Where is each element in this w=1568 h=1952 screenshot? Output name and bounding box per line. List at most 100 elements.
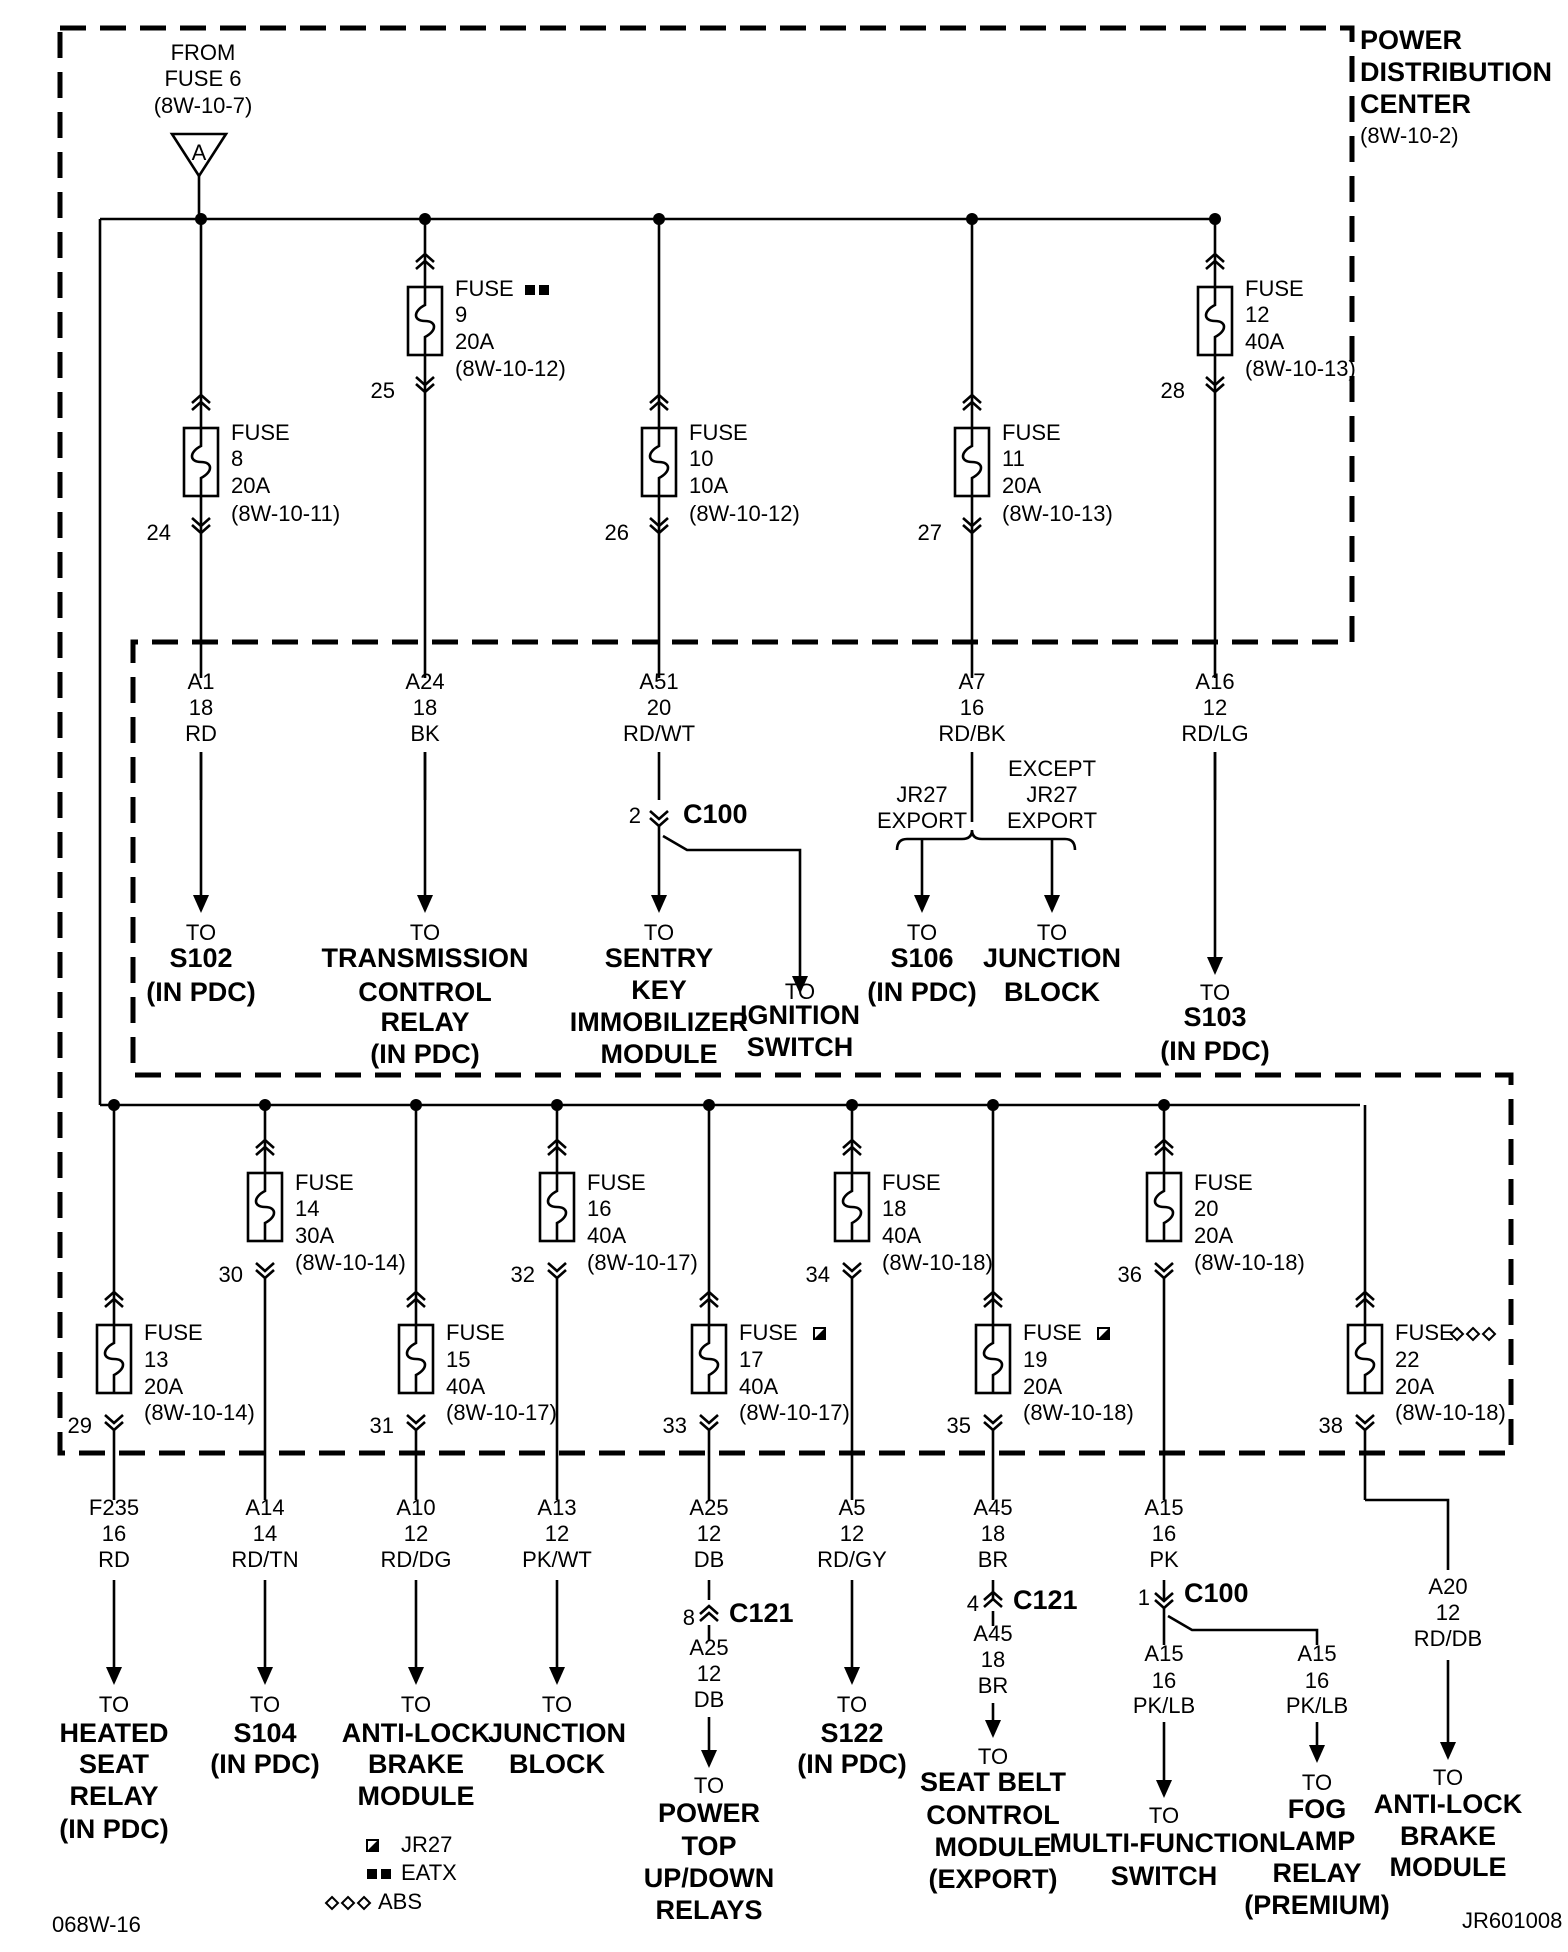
- split-label: EXPORT: [877, 808, 967, 833]
- arrow-head-icon: [844, 1667, 860, 1685]
- wire-label: 18: [413, 695, 437, 720]
- fuse-label: (8W-10-17): [587, 1250, 698, 1275]
- arrow-head-icon: [792, 976, 808, 994]
- fuse-label: (8W-10-17): [446, 1400, 557, 1425]
- destination-label: MULTI-FUNCTION: [1050, 1828, 1279, 1858]
- wire-label: 12: [840, 1521, 864, 1546]
- fuse-element-icon: [982, 1325, 1004, 1393]
- fuse-label: FUSE: [689, 420, 748, 445]
- split-label: JR27: [896, 782, 947, 807]
- fuse-label: 15: [446, 1347, 470, 1372]
- fuse-label: 20A: [1002, 473, 1041, 498]
- pdc-title-line-1: POWER: [1360, 25, 1462, 55]
- connector-name: C100: [1184, 1578, 1249, 1608]
- fuse-label: FUSE: [231, 420, 290, 445]
- destination-label: HEATED: [59, 1718, 168, 1748]
- chevron-up-icon: [406, 1290, 426, 1308]
- fuse-element-icon: [546, 1173, 568, 1241]
- wire-label: 18: [189, 695, 213, 720]
- connector-pin: 1: [1138, 1585, 1150, 1610]
- cavity-number: 26: [605, 520, 629, 545]
- eatx-marker-icon: [525, 285, 535, 295]
- destination-label: BRAKE: [368, 1749, 464, 1779]
- wire-label: BR: [978, 1547, 1009, 1572]
- chevron-down-icon: [406, 1414, 426, 1432]
- chevron-down-icon: [699, 1414, 719, 1432]
- destination-to-label: TO: [907, 920, 937, 945]
- destination-to-label: TO: [1037, 920, 1067, 945]
- chevron-up-icon: [104, 1290, 124, 1308]
- fuse-element-icon: [103, 1325, 125, 1393]
- chevron-up-icon: [255, 1138, 275, 1156]
- chevron-up-icon: [415, 252, 435, 270]
- fuse-label: 20A: [455, 329, 494, 354]
- fuse-label: 20A: [144, 1374, 183, 1399]
- abs-marker-icon: [1449, 1326, 1465, 1342]
- destination-to-label: TO: [410, 920, 440, 945]
- cavity-number: 32: [511, 1262, 535, 1287]
- fuse-element-icon: [1204, 287, 1226, 355]
- abs-marker-icon: [1481, 1326, 1497, 1342]
- fuse-label: FUSE: [882, 1170, 941, 1195]
- arrow-head-icon: [1156, 1780, 1172, 1798]
- fuse-label: 13: [144, 1347, 168, 1372]
- fuse-label: 19: [1023, 1347, 1047, 1372]
- destination-to-label: TO: [186, 920, 216, 945]
- destination-label: SWITCH: [747, 1032, 853, 1062]
- destination-label: RELAYS: [655, 1895, 762, 1925]
- fuse-element-icon: [254, 1173, 276, 1241]
- abs-marker-icon: [1465, 1326, 1481, 1342]
- fuse-label: 10: [689, 446, 713, 471]
- fuse-element-icon: [841, 1173, 863, 1241]
- destination-label: RELAY: [380, 1007, 469, 1037]
- arrow-head-icon: [408, 1667, 424, 1685]
- connector-name: C121: [729, 1598, 794, 1628]
- fuse-label: (8W-10-14): [144, 1400, 255, 1425]
- pdc-ref: (8W-10-2): [1360, 123, 1459, 148]
- wire-label-branch: A15: [1297, 1641, 1336, 1666]
- fuse-label: 9: [455, 302, 467, 327]
- fuse-label: FUSE: [1002, 420, 1061, 445]
- destination-to-label: TO: [401, 1692, 431, 1717]
- destination-label: (IN PDC): [1160, 1036, 1270, 1066]
- pdc-title-line-2: DISTRIBUTION: [1360, 57, 1552, 87]
- wire-label-after-connector: 16: [1152, 1668, 1176, 1693]
- destination-to-label: TO: [250, 1692, 280, 1717]
- wire-label-branch: 16: [1305, 1668, 1329, 1693]
- fuse-label: 22: [1395, 1347, 1419, 1372]
- fuse-label: 14: [295, 1196, 319, 1221]
- destination-to-label: TO: [978, 1744, 1008, 1769]
- destination-label: S122: [820, 1718, 883, 1748]
- destination-label: (IN PDC): [797, 1749, 907, 1779]
- chevron-down-icon: [104, 1414, 124, 1432]
- destination-label: SWITCH: [1111, 1861, 1217, 1891]
- destination-to-label: TO: [1302, 1770, 1332, 1795]
- wire-label: A14: [245, 1495, 284, 1520]
- split-label: JR27: [1026, 782, 1077, 807]
- destination-label: BLOCK: [1004, 977, 1100, 1007]
- connector-name: C100: [683, 799, 748, 829]
- connector-chevron-icon: [649, 810, 669, 828]
- wire-label-after-connector: BR: [978, 1673, 1009, 1698]
- split-brace: [895, 790, 1077, 851]
- branch-wire: [662, 834, 802, 986]
- wire-label: A25: [689, 1495, 728, 1520]
- fuse-label: 11: [1002, 446, 1025, 471]
- arrow-head-icon: [549, 1667, 565, 1685]
- destination-label: (IN PDC): [146, 977, 256, 1007]
- fuse-label: 8: [231, 446, 243, 471]
- fuse-element-icon: [190, 428, 212, 496]
- destination-label: IMMOBILIZER: [570, 1007, 748, 1037]
- destination-label: MODULE: [358, 1781, 475, 1811]
- wire-label: DB: [694, 1547, 725, 1572]
- wire-label: PK: [1149, 1547, 1179, 1572]
- destination-label: JUNCTION: [983, 943, 1121, 973]
- wire-label-after-connector: A45: [973, 1621, 1012, 1646]
- wire-label: RD: [98, 1547, 130, 1572]
- split-label: EXCEPT: [1008, 756, 1096, 781]
- pdc-boundary: [57, 25, 1514, 1456]
- chevron-down-icon: [1355, 1414, 1375, 1432]
- wire-label: A10: [396, 1495, 435, 1520]
- destination-label: (PREMIUM): [1244, 1890, 1389, 1920]
- fuse-label: FUSE: [295, 1170, 354, 1195]
